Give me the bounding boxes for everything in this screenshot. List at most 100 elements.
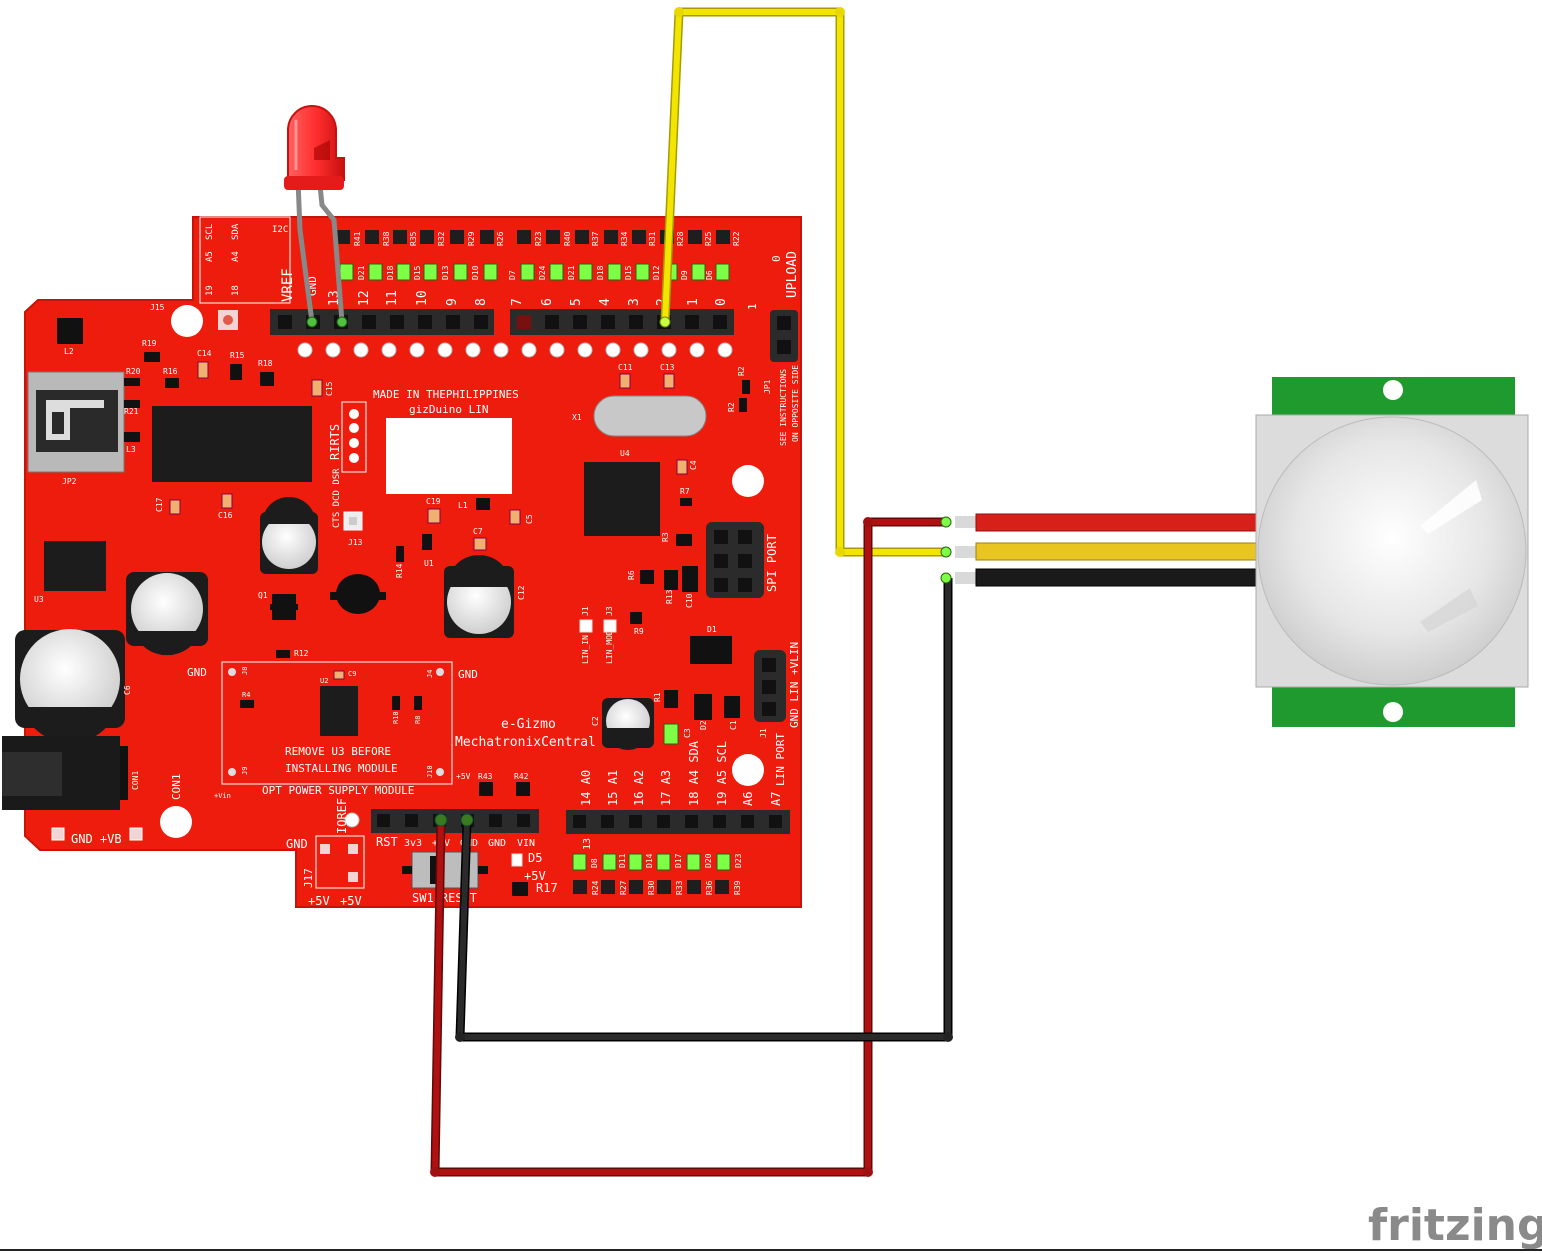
r2-label: R2	[737, 366, 746, 376]
resistor-label: R32	[437, 231, 446, 246]
electrolytic-cap	[126, 572, 208, 656]
con1-small-label: CON1	[131, 771, 140, 790]
resistor-row-top	[336, 230, 730, 244]
analog-pin-label: A7	[769, 792, 783, 806]
lin-in-label: LIN_IN	[581, 635, 590, 664]
spi-port-header[interactable]	[706, 522, 764, 598]
resistor-row-bottom	[573, 880, 729, 894]
vin-small-label: +Vin	[214, 792, 231, 800]
c11-label: C11	[618, 363, 633, 372]
plus5v-small-label: +5V	[456, 772, 471, 781]
led-label: D15	[413, 265, 422, 280]
u3-label: U3	[34, 595, 44, 604]
resistor-label: R26	[496, 231, 505, 246]
lin-port-label: LIN PORT	[774, 733, 787, 786]
j1-small-label: J1	[581, 606, 590, 616]
r2b-label: R2	[727, 402, 736, 412]
upload-pin1-label: 1	[746, 303, 759, 310]
ftdi-header[interactable]	[341, 401, 367, 473]
resistor-label: R31	[648, 231, 657, 246]
resistor-label: R36	[705, 880, 714, 895]
resistor-label: R30	[647, 880, 656, 895]
r19-label: R19	[142, 339, 157, 348]
r14-label: R14	[395, 563, 404, 578]
a4-label: A4	[231, 251, 241, 262]
digital-pin-label: 7	[510, 298, 525, 306]
usb-connector[interactable]	[27, 371, 125, 473]
c5-label: C5	[525, 514, 534, 524]
d5-5v-label: +5V	[524, 869, 546, 883]
c2-label: C2	[591, 716, 600, 726]
l1-label: L1	[458, 501, 468, 510]
digital-header-left[interactable]	[270, 309, 494, 335]
r8-label: R8	[414, 716, 422, 724]
led-label: D7	[508, 270, 517, 280]
scl-label: SCL	[205, 224, 215, 240]
led-label: D15	[624, 265, 633, 280]
r18-label: R18	[258, 359, 273, 368]
c15-label: C15	[325, 381, 334, 396]
resistor-label: R35	[409, 231, 418, 246]
crystal-x1	[593, 395, 707, 437]
a5-label: A5	[205, 251, 215, 262]
plus5v-a-label: +5V	[308, 894, 330, 908]
j15-label: J15	[150, 303, 165, 312]
made-in-label: MADE IN THEPHILIPPINES	[373, 388, 519, 401]
reset-switch[interactable]	[402, 851, 488, 889]
resistor-label: R23	[534, 231, 543, 246]
jp2-label: JP2	[62, 477, 77, 486]
digital-pin-label: 12	[357, 290, 372, 306]
r4-label: R4	[242, 691, 250, 699]
mounting-hole	[732, 754, 764, 786]
j8-label: J8	[241, 667, 249, 675]
u4-label: U4	[620, 449, 630, 458]
c12-label: C12	[517, 585, 526, 600]
c4-label: C4	[689, 460, 698, 470]
digital-pin-label: 3	[627, 298, 642, 306]
gnd-left-label: GND	[187, 666, 207, 679]
power-header[interactable]	[371, 809, 539, 833]
c9-label: C9	[348, 670, 356, 678]
led-label: D10	[471, 265, 480, 280]
analog-pin-labels: 14 A0 15 A1 16 A2 17 A3 18 A4 SDA 19 A5 …	[579, 740, 783, 806]
upload-label: UPLOAD	[785, 251, 800, 298]
con1-label: CON1	[170, 774, 183, 801]
led-label: D23	[734, 853, 743, 868]
gnd-j17-label: GND	[286, 837, 308, 851]
r16-label: R16	[163, 367, 178, 376]
digital-header-right[interactable]	[510, 309, 734, 335]
r3-label: R3	[661, 532, 670, 542]
led-label: D20	[704, 853, 713, 868]
u1-label: U1	[424, 559, 434, 568]
plus5v-b-label: +5V	[340, 894, 362, 908]
fritzing-logo: fritzing	[1368, 1200, 1542, 1251]
r6-label: R6	[627, 570, 636, 580]
analog-sub-label: 13	[582, 838, 593, 850]
main-ic	[152, 406, 312, 482]
dc-power-jack[interactable]	[2, 736, 128, 810]
r15-label: R15	[230, 351, 245, 360]
analog-header[interactable]	[566, 810, 790, 834]
c13-label: C13	[660, 363, 675, 372]
digital-pin-label: 0	[714, 298, 729, 306]
resistor-label: R41	[353, 231, 362, 246]
gnd-vb-label: GND +VB	[71, 832, 122, 846]
label-box	[386, 418, 512, 494]
r43-label: R43	[478, 772, 493, 781]
led-label: D21	[357, 265, 366, 280]
led-label: D13	[441, 265, 450, 280]
mounting-hole	[160, 806, 192, 838]
mounting-hole	[171, 305, 203, 337]
r13-label: R13	[665, 589, 674, 604]
analog-pin-label: 17 A3	[659, 770, 673, 806]
r20-label: R20	[126, 367, 141, 376]
analog-pin-label: 15 A1	[606, 770, 620, 806]
c3-label: C3	[683, 728, 692, 738]
c1-label: C1	[729, 720, 738, 730]
j17-label: J17	[302, 868, 315, 888]
r17-label: R17	[536, 881, 558, 895]
d2-label: D2	[699, 720, 708, 730]
lin-port-header[interactable]	[754, 650, 786, 722]
brand-label: e-Gizmo	[501, 717, 556, 732]
through-hole-row	[297, 342, 733, 358]
